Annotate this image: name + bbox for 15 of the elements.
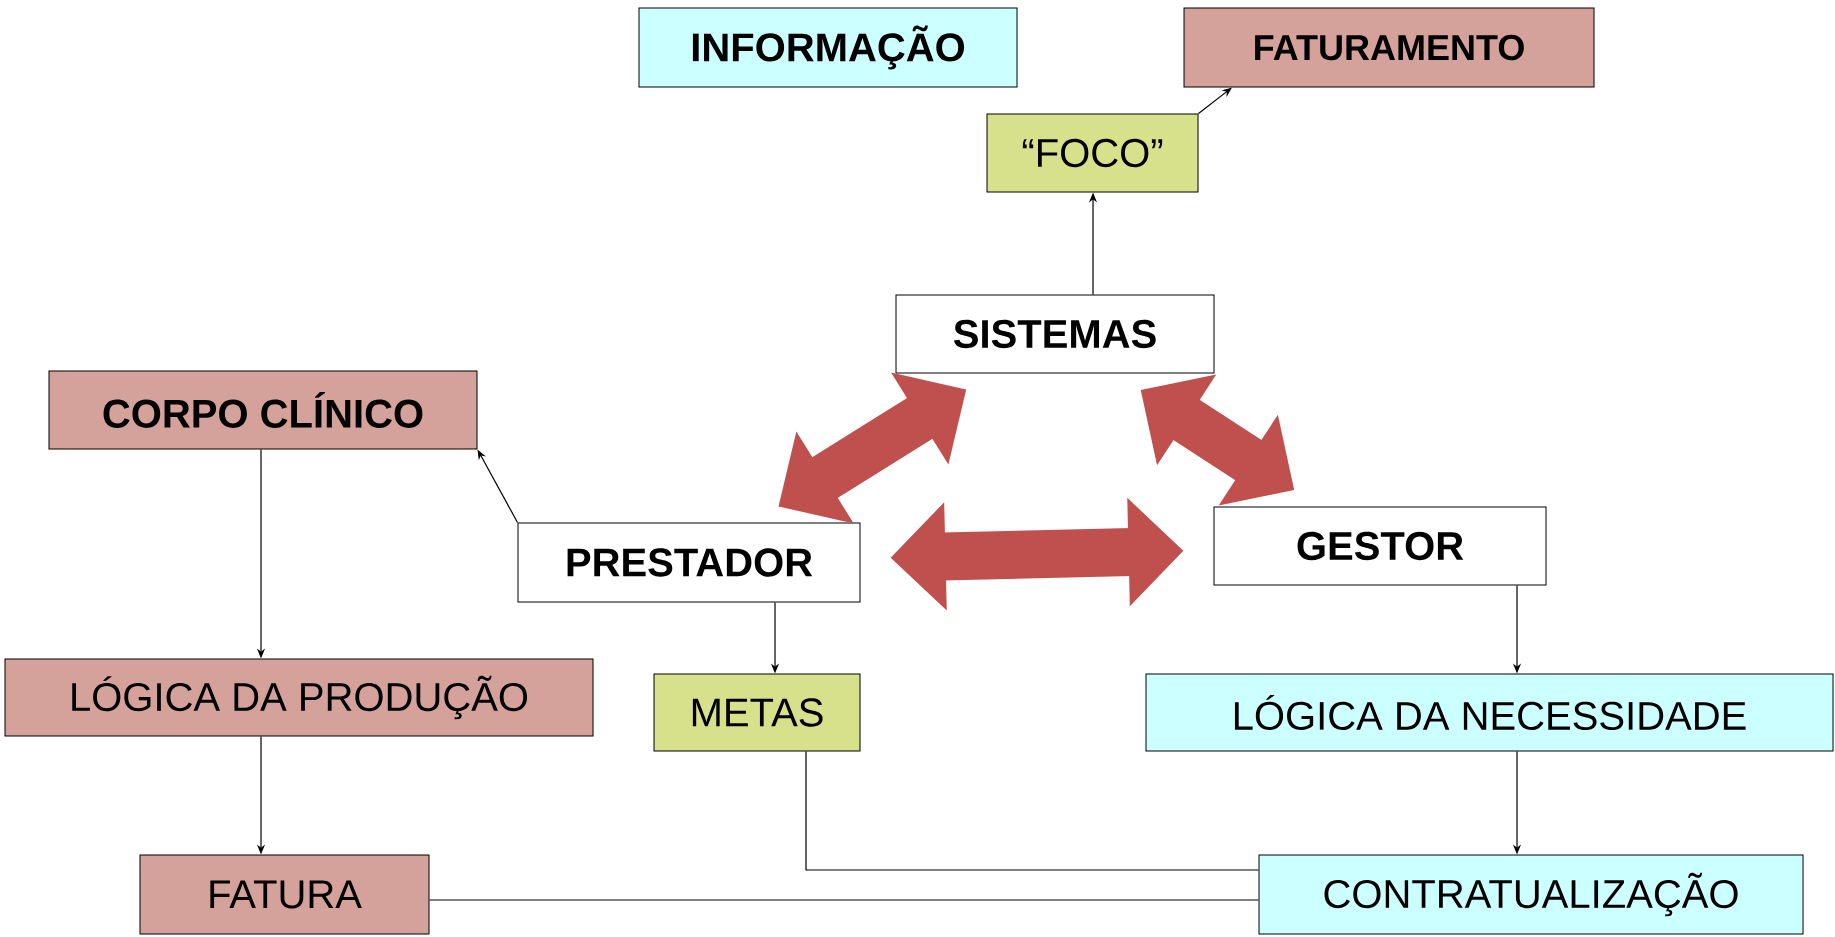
arrow bbox=[1197, 87, 1232, 115]
label-box: FATURA bbox=[139, 854, 430, 935]
label-box: METAS bbox=[653, 673, 861, 752]
label-box: PRESTADOR bbox=[517, 522, 861, 603]
connector-line bbox=[805, 750, 1260, 871]
label-box: INFORMAÇÃO bbox=[638, 7, 1018, 88]
label-box: SISTEMAS bbox=[895, 294, 1215, 374]
label-box: GESTOR bbox=[1213, 506, 1547, 586]
label-box: LÓGICA DA NECESSIDADE bbox=[1145, 673, 1834, 752]
label-box: CORPO CLÍNICO bbox=[48, 370, 478, 450]
connector-line bbox=[428, 899, 1260, 901]
label-box: LÓGICA DA PRODUÇÃO bbox=[4, 658, 594, 737]
label-box: FATURAMENTO bbox=[1183, 7, 1595, 88]
label-box: CONTRATUALIZAÇÃO bbox=[1258, 854, 1804, 935]
label-box: “FOCO” bbox=[986, 113, 1199, 193]
